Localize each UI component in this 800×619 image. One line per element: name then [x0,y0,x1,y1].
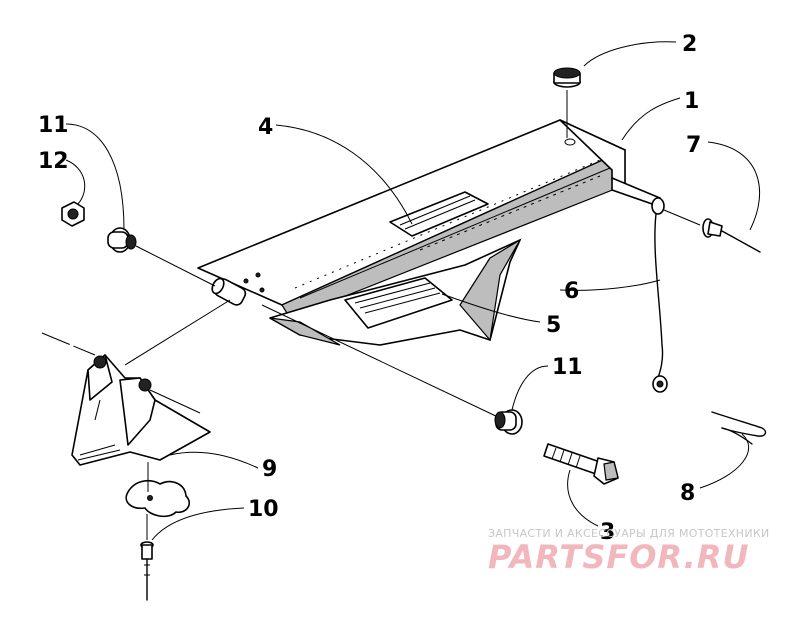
axis-line-bracket-up [124,299,231,366]
grommet [553,67,581,138]
callout-5: 5 [546,313,561,338]
callout-7: 7 [686,133,701,158]
screw-7 [663,209,761,253]
callout-6: 6 [564,279,579,304]
bushing-11-left [107,227,137,253]
axis-line-left [135,245,216,287]
axis-line-bracket [41,332,96,356]
bolt-3 [543,443,619,485]
callout-11-right: 11 [552,355,583,380]
hinge-spacer [211,277,247,306]
callout-11-left: 11 [38,113,69,138]
main-panel [197,119,661,346]
base-gasket [125,462,191,518]
bracket [71,354,211,466]
callout-3: 3 [600,520,615,545]
lanyard-cable [651,197,668,393]
bushing-11-right [494,409,523,435]
callout-4: 4 [258,115,273,140]
watermark-caption: ЗАПЧАСТИ И АКСЕССУАРЫ ДЛЯ МОТОТЕХНИКИ [488,527,770,540]
leader-lines [65,41,761,541]
nut-12 [61,201,85,227]
watermark: ЗАПЧАСТИ И АКСЕССУАРЫ ДЛЯ МОТОТЕХНИКИ PA… [488,527,770,576]
callout-10: 10 [248,497,279,522]
pin-10 [140,514,154,601]
axis-line-bolt [261,304,501,419]
callout-2: 2 [682,32,697,57]
axis-line-bracket-2 [149,389,201,414]
watermark-logo: PARTSFOR.RU [488,538,749,576]
hairpin-clip [711,411,767,445]
callout-12: 12 [38,149,69,174]
callout-numbers: 1 2 3 4 5 6 7 8 9 10 11 11 12 [38,32,701,545]
callout-1: 1 [684,89,699,114]
callout-8: 8 [680,481,695,506]
callout-9: 9 [262,457,277,482]
